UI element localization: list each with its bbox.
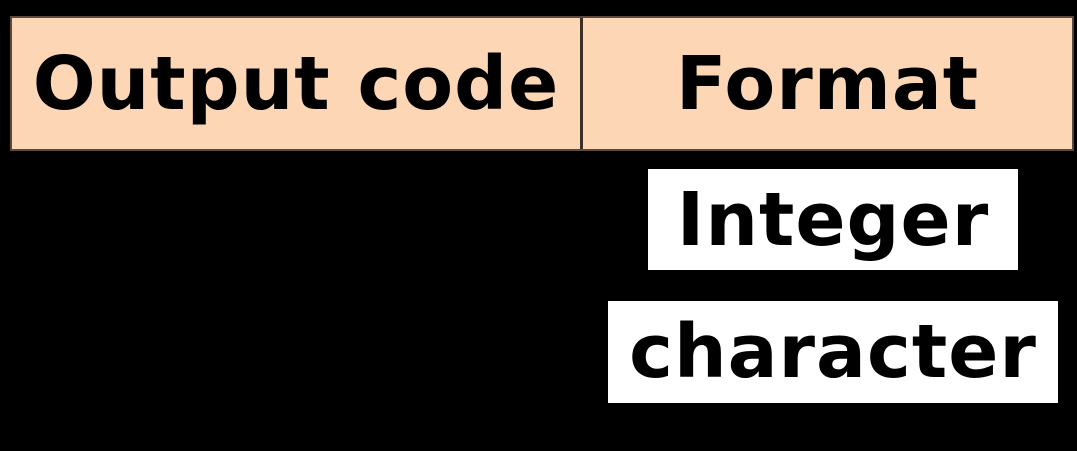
format-value-character: character — [608, 301, 1058, 403]
table-header-row: Output code Format — [10, 16, 1074, 151]
header-format: Format — [583, 18, 1072, 149]
header-output-code-label: Output code — [32, 40, 560, 127]
format-value-integer: Integer — [648, 169, 1018, 270]
format-value-integer-label: Integer — [676, 176, 990, 263]
header-format-label: Format — [675, 40, 980, 127]
format-value-character-label: character — [629, 309, 1037, 395]
header-output-code: Output code — [12, 18, 583, 149]
